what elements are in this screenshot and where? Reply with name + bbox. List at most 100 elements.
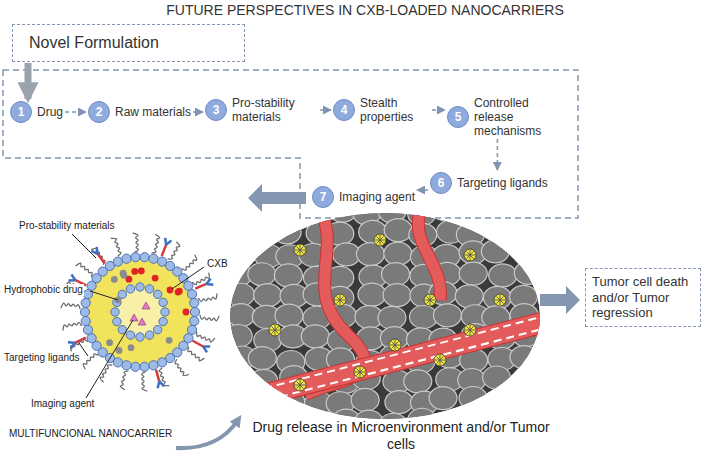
released-drug — [354, 366, 366, 378]
targeting-ligand — [156, 370, 164, 388]
step-label: Stealth properties — [360, 96, 430, 124]
caption-label: Drug release in Microenvironment and/or … — [245, 419, 557, 453]
tumor-cell — [358, 283, 386, 306]
hydrophobic-drug — [111, 276, 118, 283]
dashed-arrow — [417, 189, 428, 191]
released-drug — [294, 244, 306, 256]
lipid-head — [87, 334, 96, 343]
tumor-cell — [481, 240, 509, 263]
released-drug — [464, 249, 476, 261]
tumor-cell — [536, 220, 564, 243]
lipid-head — [113, 317, 121, 325]
released-drug — [494, 294, 506, 306]
leader-line — [90, 291, 118, 300]
peg-strand — [168, 242, 180, 259]
tumor-cell — [280, 200, 308, 223]
tumor-cell — [221, 200, 249, 223]
tumor-cell — [221, 220, 249, 243]
cxb-molecule — [138, 268, 145, 275]
dashed-arrow — [193, 111, 203, 113]
step-item: 3Pro-stability materials — [205, 96, 318, 124]
tumor-cell — [385, 391, 413, 414]
tumor-cell — [378, 306, 406, 329]
targeting-ligand — [193, 341, 211, 353]
lipid-head — [190, 316, 199, 325]
drug-release — [269, 234, 506, 391]
imaging-agent — [130, 314, 138, 321]
lipid-head — [140, 362, 149, 371]
cxb-molecule — [167, 287, 174, 294]
cxb-molecule — [152, 275, 159, 282]
hydrophobic-drug — [128, 344, 135, 351]
lipid-head — [122, 254, 131, 263]
step-item: 4Stealth properties — [333, 96, 430, 124]
nanocarrier — [61, 233, 219, 391]
tumor-cell — [227, 304, 255, 327]
tumor-cell — [273, 221, 301, 244]
tumor — [221, 198, 569, 436]
callout-label: CXB — [206, 258, 229, 270]
callout-label: Pro-stability materials — [18, 220, 116, 232]
blood-vessel — [418, 212, 440, 300]
tumor-cell — [459, 387, 487, 410]
callout-label: Targeting ligands — [3, 352, 81, 364]
tumor-cell — [248, 263, 276, 286]
callout-label: Imaging agent — [30, 398, 95, 410]
tumor-cell — [485, 390, 513, 413]
tumor-cell — [351, 388, 379, 411]
hydrophobic-drug — [106, 339, 113, 346]
tumor-cell — [380, 327, 408, 350]
block-arrow — [25, 63, 32, 99]
lipid-head — [153, 325, 161, 333]
peg-strand — [175, 359, 189, 375]
lipid-head — [161, 308, 169, 316]
tumor-cell — [536, 243, 564, 266]
dashed-arrow — [65, 111, 86, 113]
released-drug — [389, 339, 401, 351]
tumor-cell — [404, 370, 432, 393]
vessel-wall — [228, 322, 545, 404]
peg-strand — [182, 255, 197, 270]
dashed-box: Novel Formulation — [12, 24, 245, 62]
step-label: Imaging agent — [339, 190, 415, 204]
step-number: 2 — [88, 101, 110, 123]
peg-strand — [61, 303, 80, 309]
tumor-cell — [249, 198, 277, 221]
imaging-agent — [142, 302, 150, 309]
step-item: 5Controlled release mechanisms — [447, 96, 570, 138]
dashed-arrow — [432, 109, 445, 111]
lipid-head — [149, 361, 158, 370]
peg-strand — [197, 332, 215, 342]
peg-strand — [120, 371, 128, 390]
tumor-cell — [537, 308, 565, 331]
inner-core — [116, 288, 164, 336]
lipid-head — [140, 253, 149, 262]
step-item: 6Targeting ligands — [430, 172, 548, 194]
tumor-cell — [250, 392, 278, 415]
blood-vessel — [228, 322, 545, 404]
lipid-head — [145, 331, 153, 339]
released-drug — [294, 379, 306, 391]
leader-line — [172, 267, 204, 289]
lipid-head — [111, 308, 119, 316]
peg-strand — [111, 238, 121, 256]
peg-strand — [133, 233, 139, 252]
tumor-cell — [222, 369, 250, 392]
tumor-cell — [515, 223, 543, 246]
lipid-head — [126, 331, 134, 339]
lipid-head — [190, 307, 199, 316]
lipid-head — [126, 285, 134, 293]
targeting-ligand — [68, 338, 86, 349]
tumor-cell — [229, 392, 257, 415]
tumor-cell — [541, 284, 569, 307]
tumor-cell — [511, 199, 539, 222]
tumor-cell — [489, 264, 517, 287]
leader-line — [86, 320, 133, 398]
cxb-molecule — [175, 289, 182, 296]
tumor-cell — [227, 408, 255, 431]
lipid-head — [83, 325, 92, 334]
peg-strand — [76, 263, 93, 277]
step-label: Drug — [37, 105, 63, 119]
tumor-cell — [227, 283, 255, 306]
box-text: Novel Formulation — [29, 33, 159, 52]
